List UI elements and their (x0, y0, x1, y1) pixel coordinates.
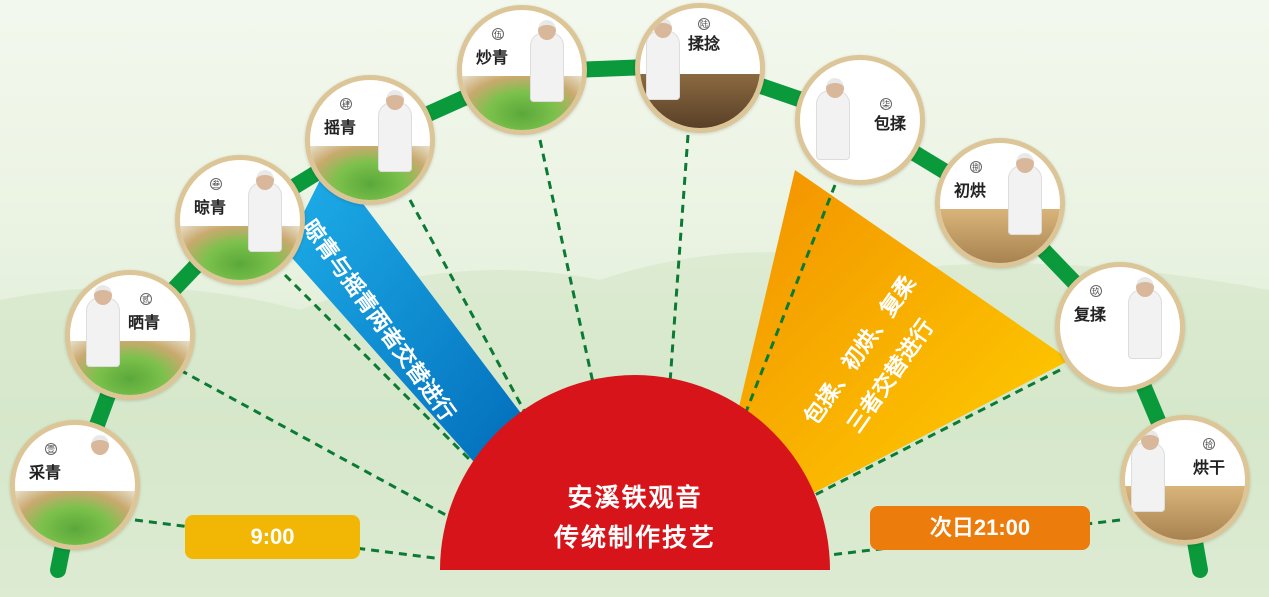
step-number: 捌 (970, 161, 982, 173)
end-time-badge: 次日21:00 (870, 506, 1090, 550)
step-4-tossing: 肆摇青 (305, 75, 435, 205)
step-number: 柒 (880, 98, 892, 110)
step-number: 拾 (1203, 438, 1215, 450)
step-label: 晾青 (194, 198, 227, 217)
step-label: 晒青 (128, 313, 161, 332)
start-time-badge: 9:00 (185, 515, 360, 559)
step-1-picking: 壹采青 (10, 420, 140, 550)
blue-wedge (285, 160, 545, 480)
step-label: 揉捻 (688, 34, 721, 53)
step-5-pan-firing: 伍炒青 (457, 5, 587, 135)
step-number: 壹 (45, 443, 57, 455)
step-label: 烘干 (1193, 458, 1226, 477)
step-2-sun-withering: 贰晒青 (65, 270, 195, 400)
step-label: 复揉 (1074, 305, 1107, 324)
step-7-ball-rolling: 柒包揉 (795, 55, 925, 185)
step-10-drying: 拾烘干 (1120, 415, 1250, 545)
step-8-first-baking: 捌初烘 (935, 138, 1065, 268)
step-label: 初烘 (954, 181, 987, 200)
step-3-cooling: 叁晾青 (175, 155, 305, 285)
step-label: 炒青 (476, 48, 509, 67)
center-title: 安溪铁观音 传统制作技艺 (470, 478, 800, 558)
step-label: 包揉 (874, 114, 907, 133)
step-number: 贰 (140, 293, 152, 305)
step-number: 玖 (1090, 285, 1102, 297)
step-number: 陆 (698, 18, 710, 30)
step-label: 采青 (29, 463, 62, 482)
step-6-rolling: 陆揉捻 (635, 3, 765, 133)
title-line1: 安溪铁观音 (567, 483, 703, 512)
step-label: 摇青 (324, 118, 357, 137)
step-number: 肆 (340, 98, 352, 110)
step-9-re-rolling: 玖复揉 (1055, 262, 1185, 392)
title-line2: 传统制作技艺 (553, 523, 716, 552)
orange-wedge (730, 170, 1070, 500)
center-semicircle (440, 375, 830, 570)
step-number: 伍 (492, 28, 504, 40)
step-number: 叁 (210, 178, 222, 190)
